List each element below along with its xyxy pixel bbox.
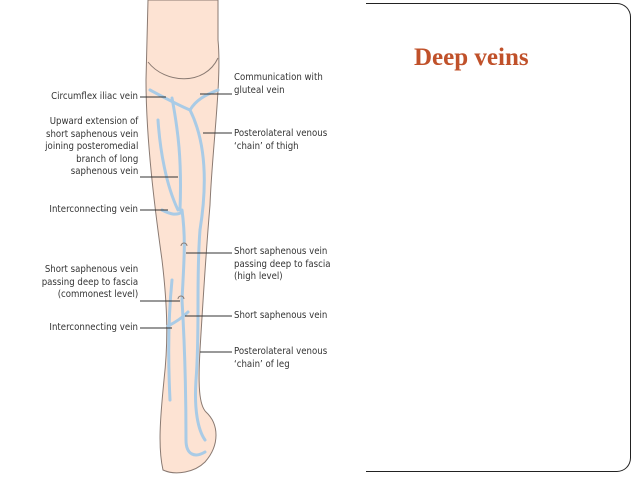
label-circumflex-iliac-vein: Circumflex iliac vein bbox=[51, 91, 138, 102]
fascia-mark-low bbox=[177, 295, 185, 300]
veins bbox=[148, 88, 220, 457]
short-saphenous-upper-path bbox=[180, 208, 186, 302]
label-short-saphenous-vein: Short saphenous vein bbox=[234, 310, 328, 321]
medial-thigh-vein-path bbox=[156, 118, 180, 212]
short-saphenous-lower-path bbox=[180, 298, 207, 457]
label-posterolateral-thigh: Posterolateral venous ‘chain’ of thigh bbox=[234, 128, 328, 152]
gluteal-communication-path bbox=[188, 88, 220, 112]
leg-vein-diagram bbox=[140, 0, 232, 474]
label-upward-extension: Upward extension of short saphenous vein… bbox=[44, 116, 138, 177]
label-posterolateral-leg: Posterolateral venous ‘chain’ of leg bbox=[234, 346, 328, 370]
posteromedial-branch-path bbox=[170, 96, 183, 212]
medial-leg-vein-path bbox=[167, 278, 174, 402]
label-interconnecting-vein-lower: Interconnecting vein bbox=[49, 322, 138, 333]
label-interconnecting-vein-upper: Interconnecting vein bbox=[49, 204, 138, 215]
slide-title: Deep veins bbox=[414, 44, 529, 71]
label-short-saphenous-deep-common: Short saphenous vein passing deep to fas… bbox=[41, 264, 138, 300]
label-short-saphenous-deep-high: Short saphenous vein passing deep to fas… bbox=[234, 246, 331, 282]
label-communication-gluteal: Communication with gluteal vein bbox=[234, 72, 323, 96]
interconnecting-vein-lower-path bbox=[166, 310, 190, 328]
fascia-mark-high bbox=[180, 242, 188, 247]
posterolateral-leg-chain-path bbox=[194, 228, 207, 442]
interconnecting-vein-upper-path bbox=[160, 208, 184, 216]
slide-frame bbox=[366, 3, 631, 472]
posterolateral-thigh-chain-path bbox=[188, 108, 206, 232]
gluteal-fold bbox=[147, 57, 219, 80]
leg-silhouette bbox=[145, 0, 220, 474]
